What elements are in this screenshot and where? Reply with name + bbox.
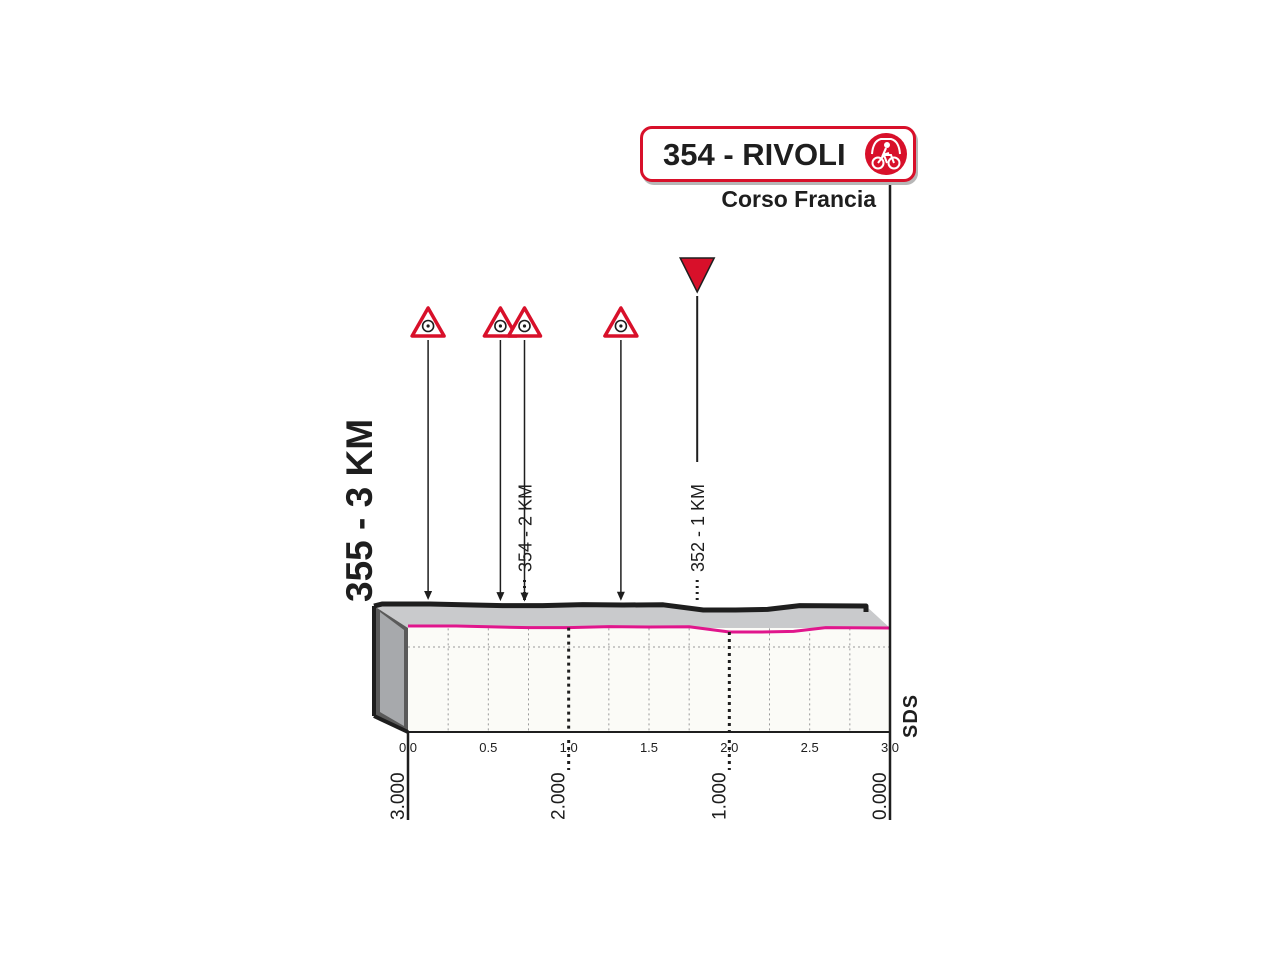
roundabout-warning-icon [482,306,519,338]
finish-sublabel: Corso Francia [721,186,876,212]
route-markers: 354 - 2 KM 352 - 1 KM [410,257,716,604]
profile-left-wall-light [380,612,404,726]
distance-to-finish-label: 1.000 [709,772,730,820]
distance-to-finish-label: 2.000 [549,772,570,820]
marker-arrowhead [520,592,529,602]
roundabout-warning-icon [410,306,446,338]
sds-logo: SDS [900,694,922,738]
distance-to-finish-label: 3.000 [388,772,409,820]
km-annotation: 354 - 2 KM [516,484,536,572]
roundabout-warning-icon [603,306,639,338]
finish-label-box: 354 - RIVOLI [640,126,916,182]
x-tick-label: 1.5 [640,740,658,755]
profile-top-edge [373,601,869,613]
side-label: 355 - 3 KM [339,419,380,602]
profile-grid [408,628,890,732]
distance-to-finish-label: 0.000 [870,772,891,820]
x-tick-label: 2.5 [801,740,819,755]
roundabout-warning-icon [506,306,543,338]
finish-cyclist-icon [865,133,907,175]
marker-arrowhead [616,591,625,601]
profile-bottom-edge [373,714,409,734]
km-annotation: 352 - 1 KM [688,484,708,572]
finish-title: 354 - RIVOLI [663,137,846,172]
road-line [408,624,891,634]
marker-arrowhead [496,592,505,602]
marker-arrowhead [424,591,433,600]
red-triangle-icon [678,257,716,294]
x-axis: 0.00.51.01.52.02.53.03.0002.0001.0000.00… [388,627,899,820]
x-tick-label: 0.5 [479,740,497,755]
